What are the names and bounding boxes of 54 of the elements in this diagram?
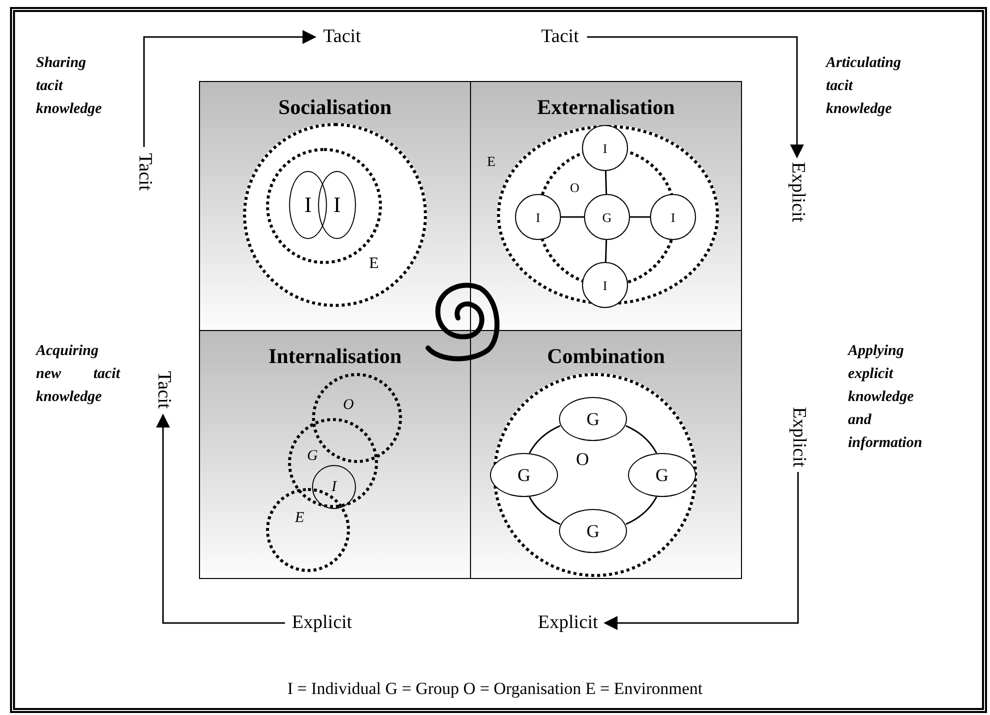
connector-line xyxy=(626,425,658,454)
ellipse-letter: I xyxy=(333,194,341,216)
circle-letter: E xyxy=(295,511,304,526)
ellipse-letter: G xyxy=(518,466,530,484)
connector-line xyxy=(561,216,584,218)
quadrant-panel xyxy=(199,330,471,579)
ellipse-letter: G xyxy=(586,522,600,540)
key-text: I = Individual G = Group O = Organisation E = Environment xyxy=(286,678,704,700)
letter-label: E xyxy=(369,254,380,274)
axis-label: Explicit xyxy=(534,612,602,634)
letter-label: O xyxy=(576,448,590,471)
quadrant-title: Externalisation xyxy=(536,94,676,120)
axis-label: Tacit xyxy=(151,368,175,412)
arrow xyxy=(604,472,799,630)
quadrant-title: Socialisation xyxy=(277,94,393,120)
quadrant-panel xyxy=(470,330,742,579)
axis-label: Tacit xyxy=(536,26,584,48)
axis-label: Tacit xyxy=(132,150,156,194)
note-text: Sharing tacit knowledge xyxy=(36,54,103,119)
axis-label: Explicit xyxy=(288,612,356,634)
quadrant-title: Combination xyxy=(546,343,666,369)
ellipse xyxy=(289,171,327,239)
connector-line xyxy=(528,496,560,525)
axis-label: Explicit xyxy=(786,405,810,469)
quadrant-panel xyxy=(199,81,471,331)
circle-letter: G xyxy=(602,210,612,224)
ellipse-letter: G xyxy=(586,410,600,428)
circle-letter: O xyxy=(343,398,354,413)
connector-line xyxy=(604,240,608,262)
connector-line xyxy=(626,496,658,525)
arrow xyxy=(587,36,804,158)
arrow xyxy=(156,414,285,624)
ellipse-letter: I xyxy=(304,194,312,216)
quadrant-panel xyxy=(470,81,742,331)
quadrant-title: Internalisation xyxy=(267,343,402,369)
circle-letter: I xyxy=(670,210,676,224)
connector-line xyxy=(604,170,608,194)
circle-letter: I xyxy=(602,278,608,292)
ellipse-letter: G xyxy=(656,466,668,484)
circle-letter: I xyxy=(536,210,540,224)
connector-line xyxy=(630,216,650,218)
note-text: Applying explicit knowledge and information xyxy=(848,342,924,453)
note-text: Acquiring new tacit knowledge xyxy=(36,342,120,407)
circle-letter: G xyxy=(307,449,318,464)
arrow xyxy=(143,30,316,147)
connector-line xyxy=(528,425,560,454)
ellipse xyxy=(318,171,356,239)
circle-letter: I xyxy=(332,480,336,494)
axis-label: Tacit xyxy=(318,26,366,48)
letter-label: O xyxy=(570,179,580,197)
axis-label: Explicit xyxy=(785,160,809,224)
letter-label: E xyxy=(487,154,497,172)
circle-letter: I xyxy=(602,142,608,154)
note-text: Articulating tacit knowledge xyxy=(826,54,902,119)
